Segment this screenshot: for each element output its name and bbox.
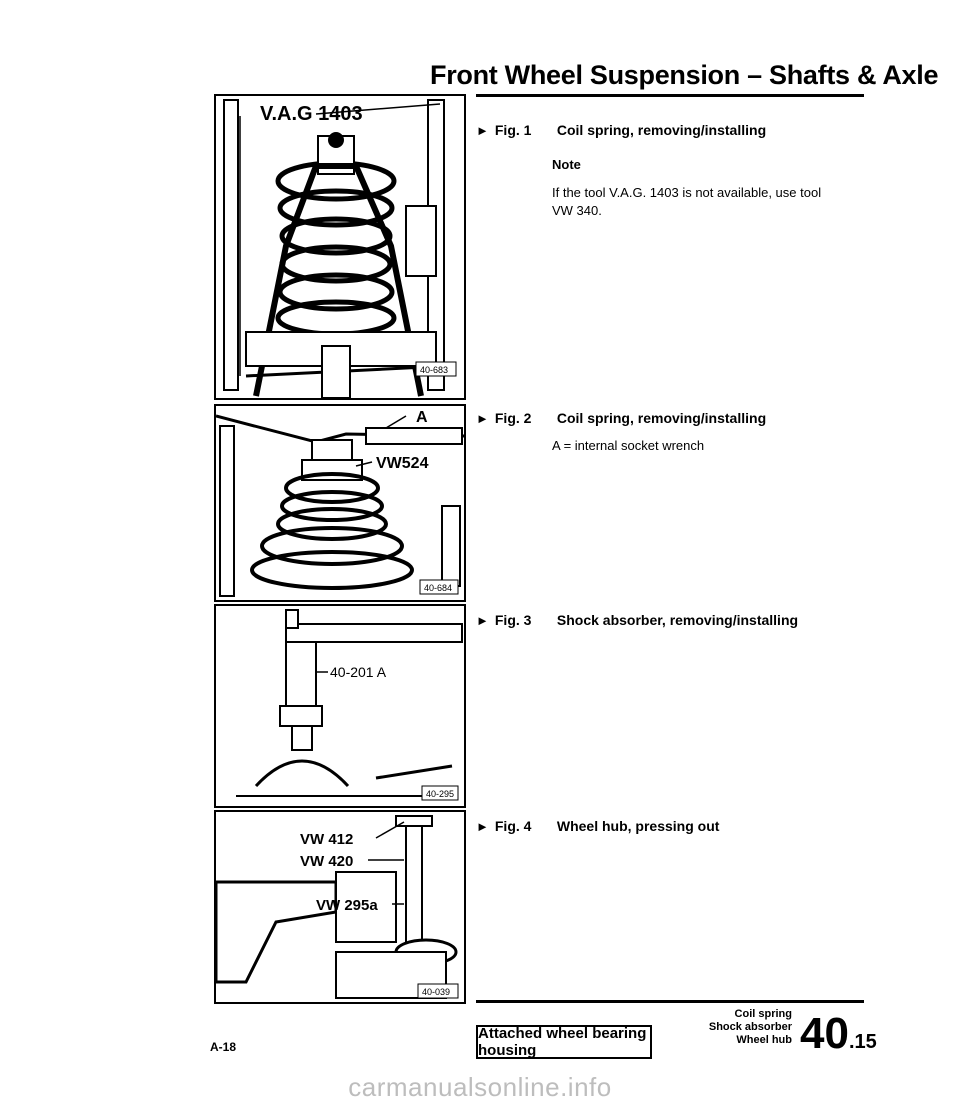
figure-2-ref: 40-684	[424, 583, 452, 593]
figure-3-callout-40-201a: 40-201 A	[330, 664, 387, 680]
caption-fig-1-text: Coil spring, removing/installing	[556, 122, 767, 138]
caption-fig-2-number: Fig. 2	[494, 410, 532, 426]
page-number: A-18	[210, 1040, 237, 1054]
caption-fig-4: ► Fig. 4 Wheel hub, pressing out	[476, 818, 719, 834]
section-number-sub: .15	[848, 1031, 877, 1053]
caption-fig-3: ► Fig. 3 Shock absorber, removing/installi…	[476, 612, 798, 628]
caption-fig-3-number: Fig. 3	[494, 612, 532, 628]
pointer-arrow-icon: ►	[476, 819, 489, 834]
figure-2-illustration: A VW524 40-684	[216, 406, 464, 600]
figure-2-spring-socket-wrench: A VW524 40-684	[214, 404, 466, 602]
figure-4-callout-vw295a: VW 295a	[316, 897, 378, 914]
pointer-arrow-icon: ►	[476, 123, 489, 138]
section-contents: Coil spring Shock absorber Wheel hub	[670, 1008, 792, 1047]
fig-2-legend: A = internal socket wrench	[552, 438, 705, 453]
watermark: carmanualsonline.info	[348, 1072, 612, 1102]
toc-item-coil-spring[interactable]: Coil spring	[734, 1008, 792, 1020]
figure-4-wheel-hub-press: VW 412 VW 420 VW 295a 40-039	[214, 810, 466, 1004]
caption-fig-2: ► Fig. 2 Coil spring, removing/installing	[476, 410, 766, 426]
note-text: If the tool V.A.G. 1403 is not available…	[552, 185, 822, 218]
caption-fig-4-text: Wheel hub, pressing out	[556, 818, 720, 834]
figure-3-illustration: 40-201 A 40-295	[216, 606, 464, 806]
figure-4-callout-vw420: VW 420	[300, 853, 353, 870]
figure-1-coil-spring-compressor: V.A.G 1403 40-683	[214, 94, 466, 400]
title-rule	[476, 94, 864, 97]
figure-2-callout-a: A	[416, 409, 428, 426]
figure-4-callout-vw412: VW 412	[300, 831, 353, 848]
page-title: Front Wheel Suspension – Shafts & Axle	[430, 60, 939, 90]
section-number-main: 40	[800, 1009, 849, 1058]
attached-wheel-bearing-housing-button[interactable]: Attached wheel bearing housing	[476, 1025, 652, 1059]
footer-rule	[476, 1000, 864, 1003]
caption-fig-2-text: Coil spring, removing/installing	[556, 410, 767, 426]
pointer-arrow-icon: ►	[476, 411, 489, 426]
toc-item-wheel-hub[interactable]: Wheel hub	[736, 1034, 792, 1046]
figure-1-callout-vag1403: V.A.G 1403	[260, 103, 363, 125]
figure-3-shock-absorber: 40-201 A 40-295	[214, 604, 466, 808]
caption-fig-3-text: Shock absorber, removing/installing	[556, 612, 799, 628]
figure-4-illustration: VW 412 VW 420 VW 295a 40-039	[216, 812, 464, 1002]
pointer-arrow-icon: ►	[476, 613, 489, 628]
toc-item-shock-absorber[interactable]: Shock absorber	[708, 1021, 792, 1033]
caption-fig-1: ► Fig. 1 Coil spring, removing/installing	[476, 122, 766, 138]
caption-fig-1-number: Fig. 1	[494, 122, 532, 138]
figure-1-ref: 40-683	[420, 365, 448, 375]
note-heading: Note	[552, 157, 581, 172]
figure-2-callout-vw524: VW524	[376, 455, 429, 472]
figure-3-ref: 40-295	[426, 789, 454, 799]
figure-1-illustration: V.A.G 1403 40-683	[216, 96, 464, 398]
caption-fig-4-number: Fig. 4	[494, 818, 532, 834]
section-number: 40.15	[800, 1010, 877, 1066]
figure-4-ref: 40-039	[422, 987, 450, 997]
